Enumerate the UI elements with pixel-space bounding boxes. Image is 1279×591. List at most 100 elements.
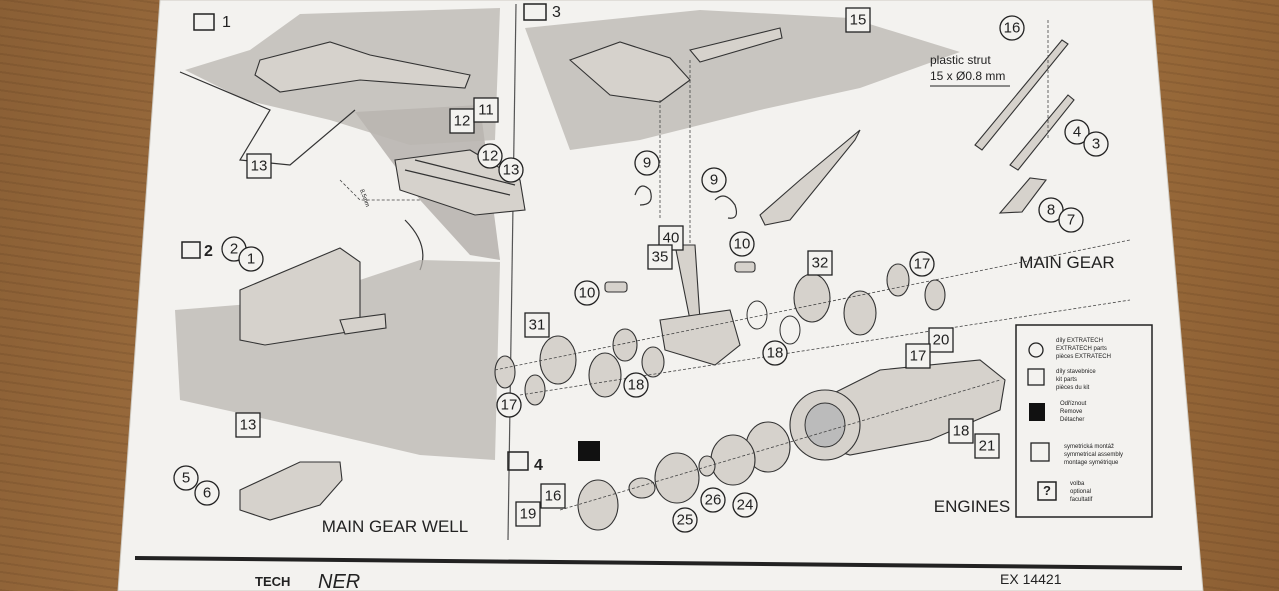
- part-callout-26: 26: [700, 487, 726, 513]
- part-callout-9: 9: [701, 167, 727, 193]
- step-4-panel: 4 ENGINES: [507, 359, 1011, 531]
- wheel-hub-left-2: [641, 346, 665, 378]
- hubcap-17a: [494, 355, 516, 389]
- spinner-cone: [698, 455, 716, 477]
- part-10-tube-b: [734, 261, 756, 273]
- step-4-number: 4: [534, 457, 543, 474]
- hubcap-17c: [886, 263, 910, 297]
- part-callout-9: 9: [634, 150, 660, 176]
- legend-box: díly EXTRATECH EXTRATECH parts pièces EX…: [1015, 324, 1153, 518]
- well-cover: [239, 461, 343, 521]
- part-number: 19: [520, 506, 537, 523]
- legend-remove-en: Remove: [1060, 409, 1083, 415]
- nose-cone: [628, 477, 656, 499]
- part-number: 3: [1092, 136, 1100, 153]
- legend-symmetric-fr: montage symétrique: [1064, 460, 1119, 466]
- axle-line-2: [519, 299, 1131, 396]
- part-callout-21: 21: [974, 433, 1000, 459]
- part-number: 13: [251, 158, 268, 175]
- part-number: 15: [850, 12, 867, 29]
- symmetric-icon: [181, 241, 201, 259]
- strut-dimensions: 15 x Ø0.8 mm: [930, 69, 1005, 83]
- part-callout-20: 20: [928, 327, 954, 353]
- part-callout-1: 1: [238, 246, 264, 272]
- wheel-31: [539, 335, 577, 385]
- footer-rule: [134, 556, 1183, 570]
- strut-part-4: [1009, 94, 1075, 171]
- part-callout-6: 6: [194, 480, 220, 506]
- legend-kit-cz: díly stavebnice: [1056, 369, 1096, 375]
- remove-marker: [578, 441, 600, 461]
- legend-extratech-en: EXTRATECH parts: [1056, 346, 1107, 352]
- part-10-tube: [604, 281, 628, 293]
- panel-divider: [507, 3, 517, 541]
- main-gear-label: MAIN GEAR: [1019, 253, 1114, 272]
- wheel-right: [843, 290, 877, 336]
- engine-axis: [559, 379, 1001, 511]
- engines-label: ENGINES: [934, 497, 1011, 516]
- part-callout-18: 18: [762, 340, 788, 366]
- step-2-panel: 2 MAIN GEAR WELL: [175, 241, 500, 536]
- part-callout-18: 18: [623, 372, 649, 398]
- part-number: 32: [812, 255, 829, 272]
- part-callout-10: 10: [729, 231, 755, 257]
- part-number: 9: [710, 172, 718, 189]
- wing-upper-right: [525, 10, 960, 150]
- part-callout-16: 16: [999, 15, 1025, 41]
- hubcap-17d: [924, 279, 946, 311]
- legend-symmetric-icon: [1030, 442, 1050, 462]
- part-callout-10: 10: [574, 280, 600, 306]
- step-1-icon: [193, 13, 215, 31]
- part-number: 8: [1047, 202, 1055, 219]
- part-number: 17: [501, 397, 518, 414]
- part-callout-8: 8: [1038, 197, 1064, 223]
- part-number: 24: [737, 497, 754, 514]
- part-number: 6: [203, 485, 211, 502]
- part-number: 18: [767, 345, 784, 362]
- part-number: 4: [1073, 124, 1081, 141]
- wheel-32: [793, 273, 831, 323]
- part-callout-12: 12: [477, 143, 503, 169]
- legend-kit-en: kit parts: [1056, 377, 1077, 383]
- washer-18: [779, 315, 801, 345]
- fan-disc-25: [654, 452, 700, 504]
- legend-kit-fr: pièces du kit: [1056, 385, 1090, 391]
- well-bracket: [339, 313, 387, 335]
- plastic-strut: [974, 39, 1069, 151]
- step-3-strut: [689, 27, 783, 63]
- part-number: 16: [1004, 20, 1021, 37]
- part-number: 2: [230, 241, 238, 258]
- part-callout-11: 11: [473, 97, 499, 123]
- step-3-number: 3: [552, 4, 561, 21]
- step-3-fairing: [759, 129, 861, 226]
- part-number: 25: [677, 512, 694, 529]
- exhaust-16: [577, 479, 619, 531]
- step-3-icon: [523, 3, 547, 21]
- part-number: 18: [953, 423, 970, 440]
- legend-symmetric-en: symmetrical assembly: [1064, 452, 1123, 458]
- part-number: 20: [933, 332, 950, 349]
- part-callout-17: 17: [496, 392, 522, 418]
- part-callout-16: 16: [540, 483, 566, 509]
- part-callout-17: 17: [905, 343, 931, 369]
- part-callout-35: 35: [647, 244, 673, 270]
- legend-square-icon: [1027, 368, 1045, 386]
- part-callout-18: 18: [948, 418, 974, 444]
- part-callout-25: 25: [672, 507, 698, 533]
- engine-fan: [804, 402, 846, 448]
- gear-bogie: [659, 309, 741, 366]
- legend-extratech-cz: díly EXTRATECH: [1056, 338, 1103, 344]
- part-number: 13: [503, 162, 520, 179]
- part-number: 12: [482, 148, 499, 165]
- fan-disc-26: [710, 434, 756, 486]
- part-number: 1: [247, 251, 255, 268]
- wing-edge-1: [179, 71, 356, 166]
- part-number: 10: [734, 236, 751, 253]
- step-1-panel: 1 8,5mm: [179, 8, 526, 271]
- wheel-left: [588, 352, 622, 398]
- clip-9a: [634, 185, 652, 206]
- part-number: 31: [529, 317, 546, 334]
- product-code: EX 14421: [1000, 571, 1062, 587]
- step-3-panel: 3 plastic strut 15 x Ø0.8 mm MAIN GEAR: [494, 3, 1131, 406]
